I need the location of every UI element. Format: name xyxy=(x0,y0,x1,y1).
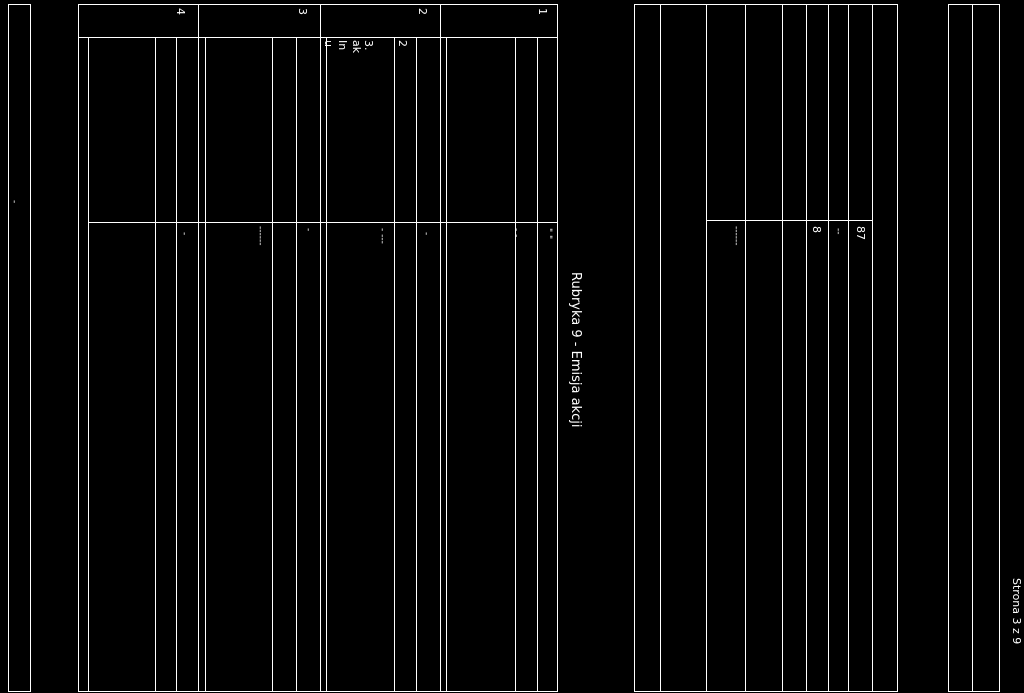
label-value-divider xyxy=(88,222,558,223)
row-divider xyxy=(440,4,441,692)
sub-divider xyxy=(326,37,327,692)
sub-divider xyxy=(515,37,516,692)
row-divider xyxy=(706,220,872,221)
mark: - - xyxy=(511,228,521,238)
far-right-frame xyxy=(948,4,1000,692)
right-table xyxy=(634,4,898,692)
sub-divider xyxy=(416,37,417,692)
mark: - xyxy=(179,232,189,236)
col-divider xyxy=(706,4,707,692)
row-divider xyxy=(198,4,199,692)
page-number: Strona 3 z 9 xyxy=(1010,578,1023,645)
row-number-2: 2 xyxy=(416,8,429,15)
sub-divider xyxy=(205,37,206,692)
issue-shares-table xyxy=(78,4,558,692)
mark: - xyxy=(303,228,313,232)
col-divider xyxy=(872,4,873,692)
sub-divider xyxy=(272,37,273,692)
right-number: 8 xyxy=(810,226,823,233)
row-number-3: 3 xyxy=(296,8,309,15)
sub-divider xyxy=(446,37,447,692)
sub-divider xyxy=(296,37,297,692)
mark: ------ xyxy=(731,226,741,246)
row-number-1: 1 xyxy=(536,8,549,15)
col-divider xyxy=(782,4,783,692)
mark: - xyxy=(421,232,431,236)
left-edge-mark: - xyxy=(9,200,19,204)
col-divider xyxy=(848,4,849,692)
col-divider xyxy=(745,4,746,692)
sub-divider xyxy=(394,37,395,692)
fragment-text: ak xyxy=(350,40,363,54)
col-divider xyxy=(660,4,661,692)
fragment-text: 3. xyxy=(362,40,375,51)
table-header-divider xyxy=(78,37,558,38)
row-number-4: 4 xyxy=(174,8,187,15)
col-divider xyxy=(828,4,829,692)
section-title: Rubryka 9 - Emisja akcji xyxy=(568,272,583,428)
left-edge-frame xyxy=(8,4,31,692)
fragment-text: u xyxy=(322,40,335,47)
fragment-text: In xyxy=(336,40,349,51)
mark: ------ xyxy=(255,226,265,246)
sub-divider xyxy=(176,37,177,692)
mark: " " xyxy=(543,228,553,240)
sub-divider xyxy=(537,37,538,692)
right-number: 87 xyxy=(854,226,867,240)
col-divider xyxy=(806,4,807,692)
mark: - --- xyxy=(377,228,387,244)
row-divider xyxy=(320,4,321,692)
col-divider xyxy=(972,4,973,692)
fragment-text: 2 xyxy=(396,40,409,47)
sub-divider xyxy=(155,37,156,692)
sub-divider xyxy=(88,37,89,692)
mark: -- xyxy=(833,228,843,235)
